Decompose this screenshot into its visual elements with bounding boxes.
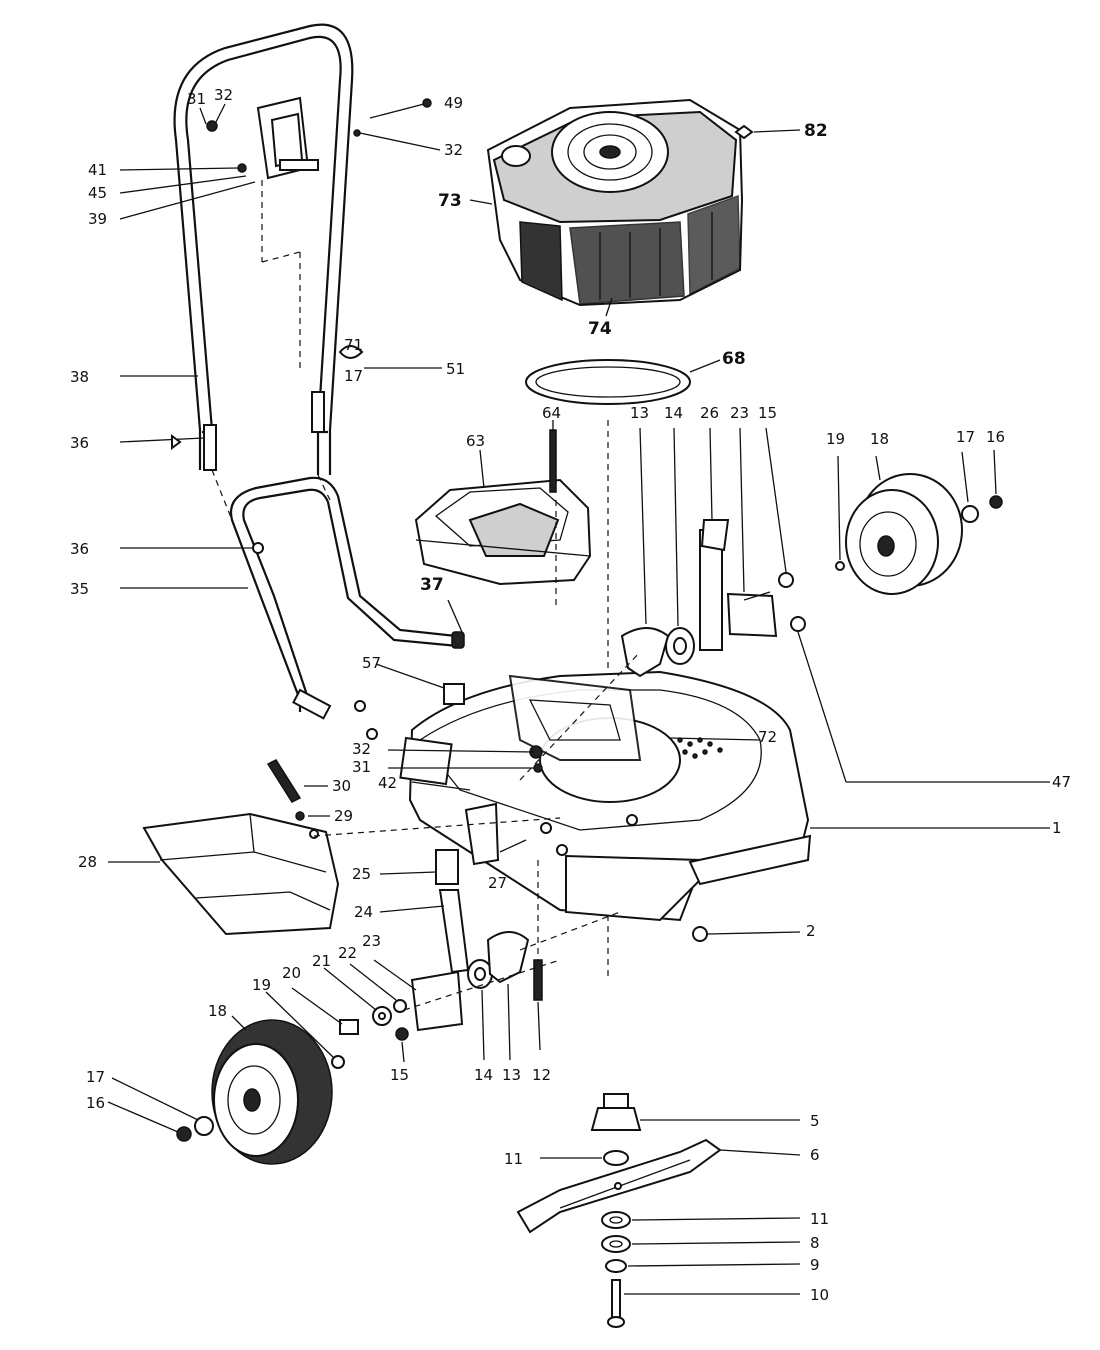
callout-73: 73 — [438, 191, 462, 211]
callout-22: 22 — [338, 944, 357, 962]
callout-35: 35 — [70, 580, 89, 598]
callout-45: 45 — [88, 184, 107, 202]
callout-36: 36 — [70, 540, 89, 558]
left-wheel — [211, 1019, 333, 1165]
callout-37: 37 — [420, 575, 444, 595]
callout-18: 18 — [208, 1002, 227, 1020]
callout-63: 63 — [466, 432, 485, 450]
callout-9: 9 — [810, 1256, 820, 1274]
mower-deck — [399, 670, 812, 922]
callout-11: 11 — [504, 1150, 523, 1168]
upper-handle — [173, 23, 354, 475]
callout-13: 13 — [502, 1066, 521, 1084]
callout-21: 21 — [312, 952, 331, 970]
callout-30: 30 — [332, 777, 351, 795]
callout-15: 15 — [390, 1066, 409, 1084]
callout-17: 17 — [86, 1068, 105, 1086]
callout-49: 49 — [444, 94, 463, 112]
callout-17: 17 — [344, 367, 363, 385]
callout-47: 47 — [1052, 773, 1071, 791]
callout-51: 51 — [446, 360, 465, 378]
callout-38: 38 — [70, 368, 89, 386]
callout-14: 14 — [664, 404, 683, 422]
callout-26: 26 — [700, 404, 719, 422]
callout-41: 41 — [88, 161, 107, 179]
callout-15: 15 — [758, 404, 777, 422]
callout-19: 19 — [826, 430, 845, 448]
deck-hatching — [677, 737, 723, 759]
callout-1: 1 — [1052, 819, 1062, 837]
callout-11: 11 — [810, 1210, 829, 1228]
callout-32: 32 — [352, 740, 371, 758]
callout-28: 28 — [78, 853, 97, 871]
callout-19: 19 — [252, 976, 271, 994]
callout-20: 20 — [282, 964, 301, 982]
callout-13: 13 — [630, 404, 649, 422]
callout-68: 68 — [722, 349, 746, 369]
callout-36: 36 — [70, 434, 89, 452]
callout-25: 25 — [352, 865, 371, 883]
handle-bracket — [256, 96, 319, 372]
callout-64: 64 — [542, 404, 561, 422]
callout-6: 6 — [810, 1146, 820, 1164]
callout-57: 57 — [362, 654, 381, 672]
callout-74: 74 — [588, 319, 612, 339]
callout-32: 32 — [214, 86, 233, 104]
callout-16: 16 — [86, 1094, 105, 1112]
callout-24: 24 — [354, 903, 373, 921]
callout-5: 5 — [810, 1112, 820, 1130]
callout-17: 17 — [956, 428, 975, 446]
callout-31: 31 — [352, 758, 371, 776]
grass-chute — [142, 812, 340, 936]
callout-23: 23 — [730, 404, 749, 422]
callout-82: 82 — [804, 121, 828, 141]
callout-71: 71 — [344, 336, 363, 354]
callout-27: 27 — [488, 874, 507, 892]
callout-31: 31 — [187, 90, 206, 108]
callout-12: 12 — [532, 1066, 551, 1084]
callout-32: 32 — [444, 141, 463, 159]
callout-23: 23 — [362, 932, 381, 950]
engine — [486, 98, 744, 307]
belt-cover — [414, 478, 592, 586]
right-wheel — [845, 473, 963, 595]
callout-72: 72 — [758, 728, 777, 746]
callout-16: 16 — [986, 428, 1005, 446]
callout-29: 29 — [334, 807, 353, 825]
callout-10: 10 — [810, 1286, 829, 1304]
belt-68 — [525, 359, 691, 405]
callout-2: 2 — [806, 922, 816, 940]
callout-39: 39 — [88, 210, 107, 228]
callout-18: 18 — [870, 430, 889, 448]
lower-handle — [229, 476, 465, 720]
callout-14: 14 — [474, 1066, 493, 1084]
callout-labels: 31 32 49 32 41 45 39 73 82 74 68 38 71 1… — [70, 86, 1071, 1304]
blade-adapter — [590, 1093, 642, 1131]
callout-42: 42 — [378, 774, 397, 792]
callout-8: 8 — [810, 1234, 820, 1252]
